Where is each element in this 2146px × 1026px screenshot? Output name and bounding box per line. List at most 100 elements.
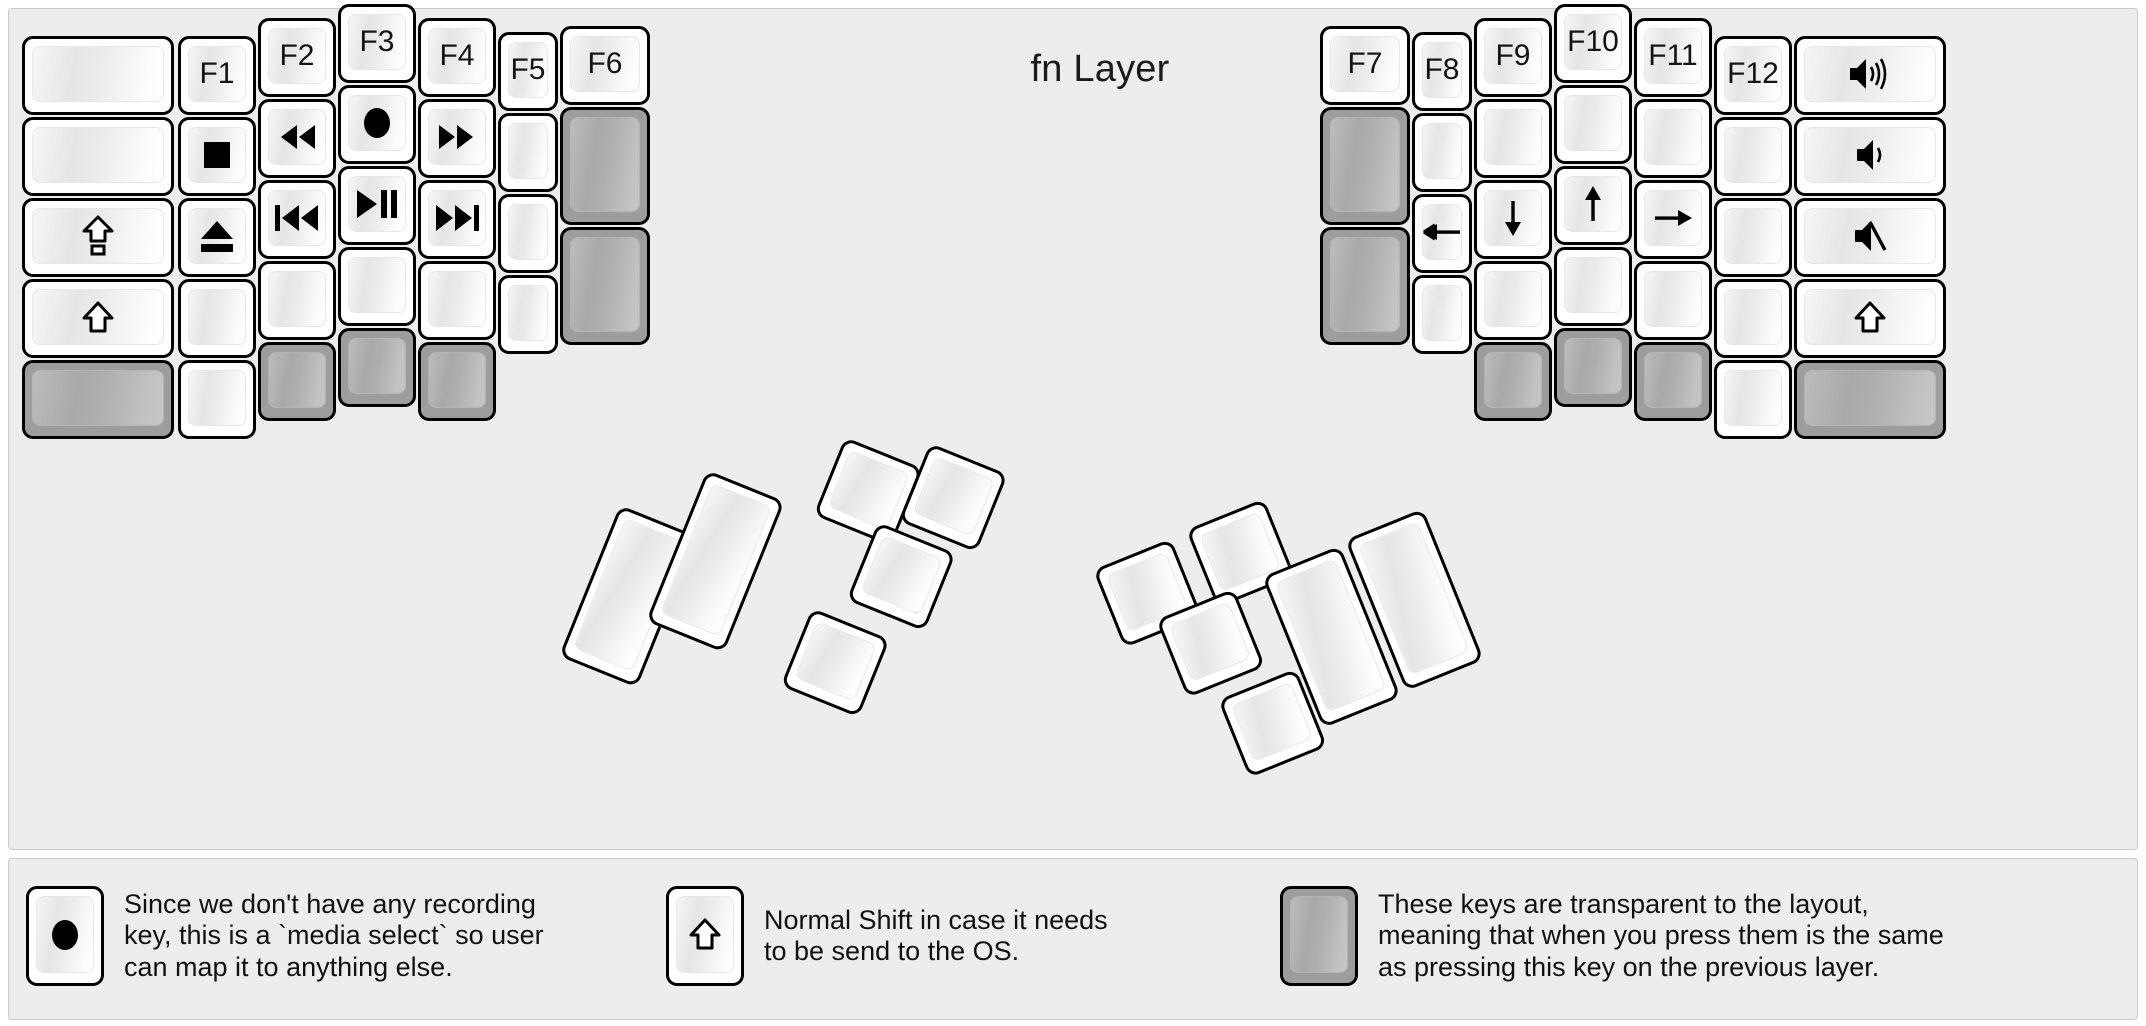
blank-icon <box>1797 362 1943 438</box>
key-right-col-index-inner-r3[interactable] <box>1412 275 1472 354</box>
key-right-col-ring-r1[interactable] <box>1634 99 1712 178</box>
key-left-col-index-inner-r3[interactable] <box>498 275 558 354</box>
key-left-col-ring-r0[interactable]: F2 <box>258 18 336 97</box>
legend-key-sample-1 <box>666 886 744 986</box>
key-left-col-index-inner-r0[interactable]: F5 <box>498 32 558 111</box>
prev-track-icon <box>261 182 333 258</box>
key-right-col-index-inner-r2[interactable] <box>1412 194 1472 273</box>
key-right-col-pinky-outer-r1[interactable] <box>1794 117 1946 196</box>
keycap-surface <box>570 117 640 212</box>
key-right-col-index-inner-r1[interactable] <box>1412 113 1472 192</box>
key-right-col-middle-r4[interactable] <box>1554 328 1632 407</box>
keycap-surface <box>1290 896 1348 973</box>
key-right-col-inner-r0[interactable]: F7 <box>1320 26 1410 105</box>
key-left-col-index-inner-r1[interactable] <box>498 113 558 192</box>
key-left-col-middle-r0[interactable]: F3 <box>338 4 416 83</box>
key-right-col-pinky-outer-r0[interactable] <box>1794 36 1946 115</box>
key-left-col-index-inner-r2[interactable] <box>498 194 558 273</box>
key-right-col-middle-r2[interactable] <box>1554 166 1632 245</box>
key-left-col-inner-r1[interactable] <box>560 107 650 225</box>
key-right-col-index-r1[interactable] <box>1474 99 1552 178</box>
key-right-col-pinky-outer-r3[interactable] <box>1794 279 1946 358</box>
key-label: F4 <box>439 39 475 72</box>
key-right-col-ring-r0[interactable]: F11 <box>1634 18 1712 97</box>
keycap-surface <box>268 352 326 408</box>
key-left-col-pinky-outer-r3[interactable] <box>22 279 174 358</box>
legend-keycap-0[interactable] <box>26 886 104 986</box>
keycap-surface <box>1484 271 1542 327</box>
key-left-col-inner-r0[interactable]: F6 <box>560 26 650 105</box>
key-right-col-index-inner-r0[interactable]: F8 <box>1412 32 1472 111</box>
key-right-col-inner-r2[interactable] <box>1320 227 1410 345</box>
key-left-col-pinky-outer-r1[interactable] <box>22 117 174 196</box>
blank-icon <box>261 263 333 339</box>
key-left-col-pinky-outer-r0[interactable] <box>22 36 174 115</box>
key-right-col-index-r4[interactable] <box>1474 342 1552 421</box>
key-right-col-inner-r1[interactable] <box>1320 107 1410 225</box>
keycap-surface <box>428 28 486 84</box>
blank-icon <box>341 249 413 325</box>
keycap-surface <box>1564 338 1622 394</box>
key-left-col-middle-r2[interactable] <box>338 166 416 245</box>
legend-text-1: Normal Shift in case it needs to be send… <box>764 904 1108 966</box>
keycap-surface <box>32 127 164 183</box>
key-left-col-middle-r3[interactable] <box>338 247 416 326</box>
keycap-surface <box>1644 352 1702 408</box>
key-left-col-ring-r4[interactable] <box>258 342 336 421</box>
key-right-col-pinky-r3[interactable] <box>1714 279 1792 358</box>
key-right-col-middle-r3[interactable] <box>1554 247 1632 326</box>
key-left-col-pinky-r4[interactable] <box>178 360 256 439</box>
keycap-surface <box>1644 109 1702 165</box>
key-right-col-pinky-r4[interactable] <box>1714 360 1792 439</box>
key-right-col-ring-r3[interactable] <box>1634 261 1712 340</box>
key-left-col-middle-r4[interactable] <box>338 328 416 407</box>
key-right-col-index-r0[interactable]: F9 <box>1474 18 1552 97</box>
key-left-col-pinky-r3[interactable] <box>178 279 256 358</box>
key-right-col-index-r3[interactable] <box>1474 261 1552 340</box>
blank-icon <box>181 281 253 357</box>
key-left-col-index-r3[interactable] <box>418 261 496 340</box>
volume-mute-icon <box>1797 200 1943 276</box>
keycap-surface <box>188 46 246 102</box>
key-left-col-inner-r2[interactable] <box>560 227 650 345</box>
key-left-col-ring-r3[interactable] <box>258 261 336 340</box>
legend-keycap-1[interactable] <box>666 886 744 986</box>
key-right-col-ring-r4[interactable] <box>1634 342 1712 421</box>
keycap-surface <box>1804 46 1936 102</box>
key-right-col-pinky-r1[interactable] <box>1714 117 1792 196</box>
key-left-col-pinky-r0[interactable]: F1 <box>178 36 256 115</box>
key-right-col-pinky-outer-r2[interactable] <box>1794 198 1946 277</box>
keycap-surface <box>268 28 326 84</box>
key-right-col-ring-r2[interactable] <box>1634 180 1712 259</box>
key-left-col-middle-r1[interactable] <box>338 85 416 164</box>
key-left-col-ring-r2[interactable] <box>258 180 336 259</box>
key-left-col-index-r0[interactable]: F4 <box>418 18 496 97</box>
key-left-col-index-r2[interactable] <box>418 180 496 259</box>
eject-icon <box>181 200 253 276</box>
key-left-col-pinky-r1[interactable] <box>178 117 256 196</box>
key-right-col-middle-r1[interactable] <box>1554 85 1632 164</box>
key-left-col-index-r4[interactable] <box>418 342 496 421</box>
blank-icon <box>1283 888 1355 985</box>
next-track-icon <box>421 182 493 258</box>
legend-text-2: These keys are transparent to the layout… <box>1378 889 1944 982</box>
keycap-surface <box>1422 42 1462 98</box>
keycap-surface <box>1724 370 1782 426</box>
blank-icon <box>563 229 647 344</box>
key-left-col-index-r1[interactable] <box>418 99 496 178</box>
legend-keycap-2[interactable] <box>1280 886 1358 986</box>
key-left-col-ring-r1[interactable] <box>258 99 336 178</box>
key-left-col-pinky-outer-r2[interactable] <box>22 198 174 277</box>
blank-icon <box>1415 277 1469 353</box>
key-right-col-pinky-r0[interactable]: F12 <box>1714 36 1792 115</box>
blank-icon <box>1717 200 1789 276</box>
keycap-surface <box>570 36 640 92</box>
key-left-col-pinky-r2[interactable] <box>178 198 256 277</box>
legend-key-sample-2 <box>1280 886 1358 986</box>
key-left-col-pinky-outer-r4[interactable] <box>22 360 174 439</box>
key-right-col-pinky-r2[interactable] <box>1714 198 1792 277</box>
key-right-col-pinky-outer-r4[interactable] <box>1794 360 1946 439</box>
key-right-col-middle-r0[interactable]: F10 <box>1554 4 1632 83</box>
key-right-col-index-r2[interactable] <box>1474 180 1552 259</box>
keycap-surface <box>348 257 406 313</box>
